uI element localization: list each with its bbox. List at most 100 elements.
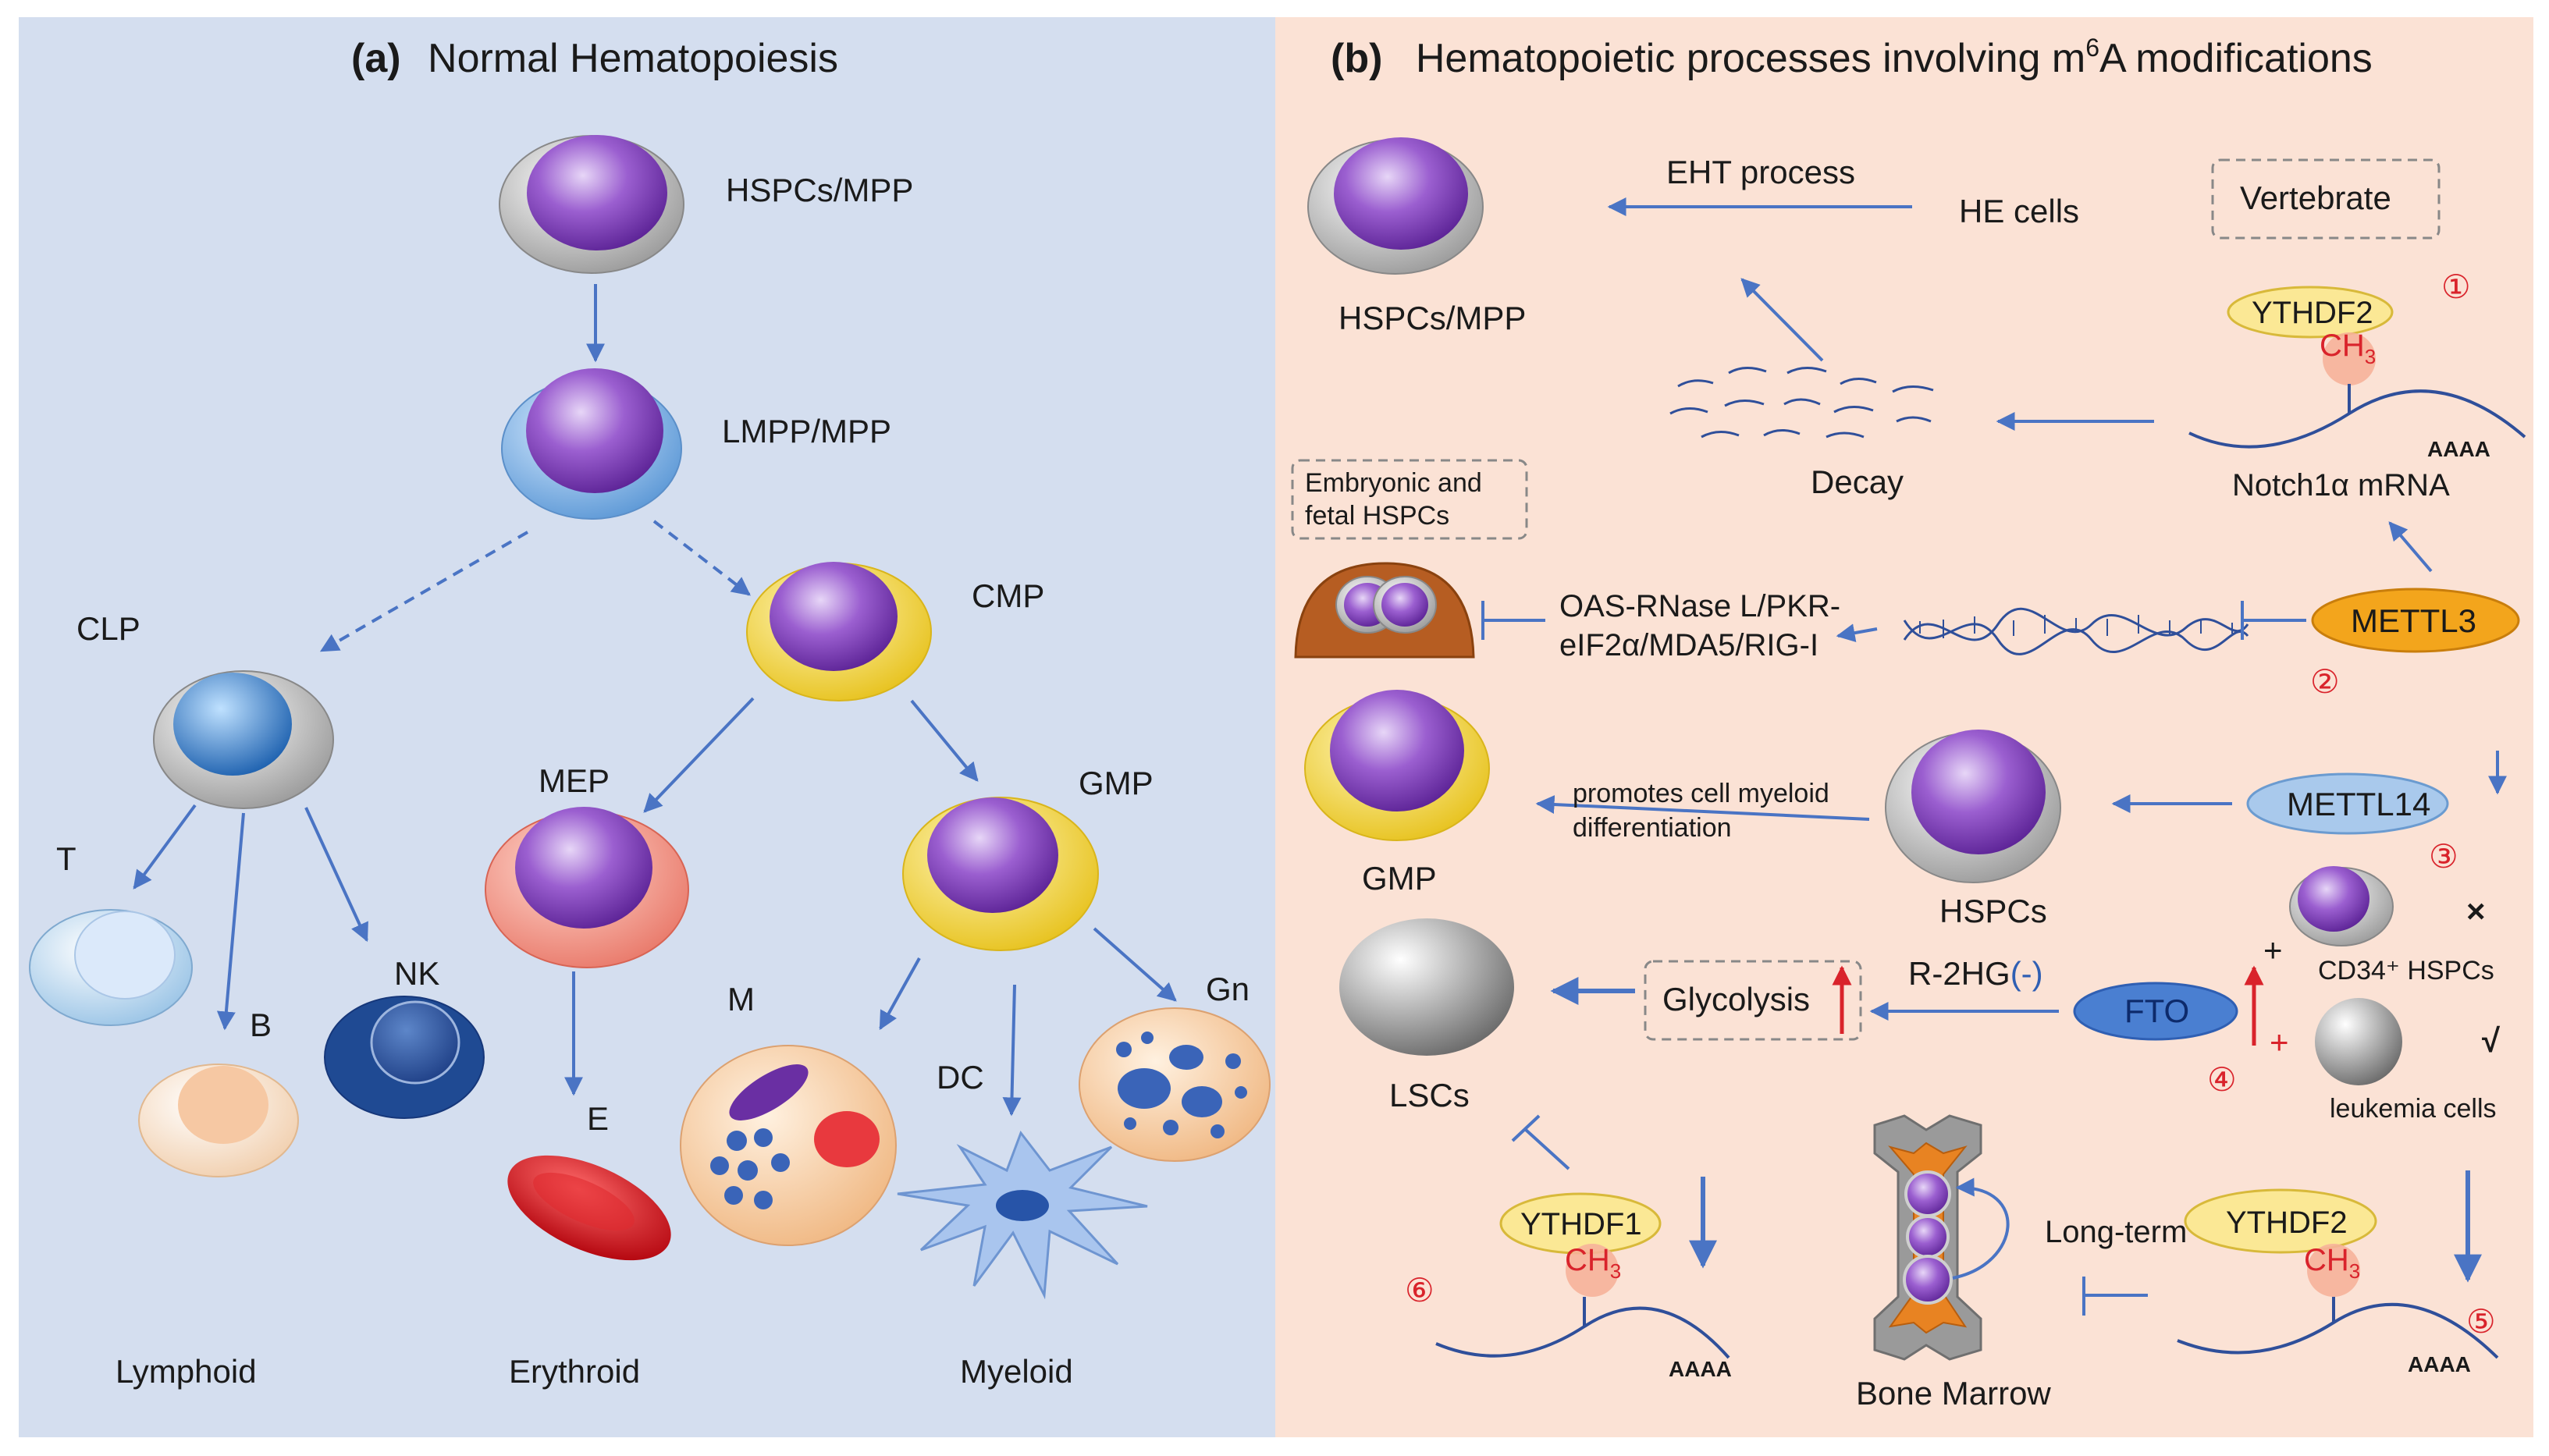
- plus-top: +: [2263, 932, 2283, 968]
- granulocyte: [1079, 1007, 1271, 1162]
- panel-a-title: (a) Normal Hematopoiesis: [351, 36, 838, 81]
- arrow-gmp-m: [879, 957, 921, 1031]
- arrow-gmp-dc: [1002, 984, 1022, 1117]
- ythdf2-top-pill: [2227, 286, 2394, 339]
- fto-label: FTO: [2124, 993, 2189, 1029]
- bone-marrow: [1873, 1114, 1982, 1361]
- plus-bottom: +: [2270, 1024, 2289, 1060]
- glycolysis-box: [1644, 960, 1862, 1041]
- embryonic-box: [1291, 459, 1528, 540]
- clp-cell: [153, 670, 334, 809]
- lsc-cell: [1339, 918, 1514, 1056]
- number-6: ⑥: [1405, 1272, 1434, 1309]
- lineage-erythroid: Erythroid: [509, 1353, 640, 1390]
- ch3-top-label: CH3: [2320, 328, 2376, 368]
- promotes-line2: differentiation: [1573, 813, 1732, 843]
- arrow-clp-nk: [304, 807, 368, 943]
- lmpp-cell: [501, 368, 682, 520]
- ch3-ythdf1-label: CH3: [1565, 1243, 1621, 1283]
- nk-cell: [324, 996, 485, 1119]
- arrow-cmp-gmp: [910, 699, 979, 782]
- e-label: E: [587, 1100, 609, 1137]
- embryonic-niche: [1294, 562, 1475, 659]
- leukemia-label: leukemia cells: [2330, 1094, 2497, 1124]
- monocyte: [680, 1045, 897, 1246]
- decay-fragments: [1669, 367, 1934, 439]
- ythdf2-bottom-label: YTHDF2: [2226, 1206, 2348, 1240]
- number-5: ⑤: [2466, 1303, 2496, 1340]
- hspcs-label-b: HSPCs: [1939, 893, 2047, 929]
- hspc-label: HSPCs/MPP: [726, 172, 913, 208]
- cmp-cell: [746, 562, 932, 701]
- inhibit-lsc-stem: [1524, 1128, 1570, 1170]
- notch-label: Notch1α mRNA: [2232, 468, 2450, 502]
- inhibit-lsc-bar: [1511, 1114, 1541, 1142]
- cd34-label: CD34⁺ HSPCs: [2318, 956, 2494, 985]
- t-label: T: [56, 840, 76, 877]
- embryonic-line2: fetal HSPCs: [1305, 501, 1449, 531]
- gmp-cell-b: [1304, 690, 1490, 841]
- mettl14-label: METTL14: [2287, 786, 2430, 822]
- embryonic-line1: Embryonic and: [1305, 468, 1482, 498]
- erythrocyte: [507, 1155, 671, 1261]
- lineage-myeloid: Myeloid: [960, 1353, 1073, 1390]
- long-term-label: Long-term: [2045, 1215, 2187, 1249]
- clp-label: CLP: [76, 610, 140, 647]
- gmp-cell: [902, 797, 1099, 951]
- vertebrate-label: Vertebrate: [2240, 179, 2391, 216]
- arrow-lmpp-clp: [319, 531, 528, 652]
- leukemia-cell: [2315, 998, 2402, 1085]
- arrow-mettl3-notch: [2388, 521, 2433, 573]
- r2hg-label: R-2HG(-): [1908, 955, 2043, 992]
- lineage-lymphoid: Lymphoid: [116, 1353, 257, 1390]
- arrow-lmpp-cmp: [652, 520, 751, 596]
- hspc-mpp-label-b: HSPCs/MPP: [1338, 300, 1526, 336]
- arrow-clp-t: [133, 804, 197, 890]
- number-4: ④: [2207, 1061, 2237, 1098]
- cmp-label: CMP: [972, 577, 1044, 614]
- number-1: ①: [2441, 268, 2471, 305]
- number-2: ②: [2310, 663, 2340, 700]
- eht-label: EHT process: [1666, 154, 1855, 190]
- dsrna-helix: [1903, 607, 2249, 655]
- gn-label: Gn: [1206, 971, 1250, 1007]
- bone-marrow-label: Bone Marrow: [1856, 1375, 2051, 1412]
- t-cell: [29, 909, 193, 1026]
- fto-pill: [2073, 982, 2238, 1041]
- cd34-cross: ×: [2466, 893, 2486, 929]
- mettl3-label: METTL3: [2351, 602, 2476, 639]
- ch3-bottom-circle: [2307, 1244, 2360, 1297]
- number-3: ③: [2429, 838, 2458, 875]
- ch3-top-circle: [2323, 332, 2376, 385]
- he-cells-label: HE cells: [1959, 193, 2079, 229]
- aaaa-bottom: AAAA: [2408, 1352, 2471, 1376]
- lscs-label: LSCs: [1389, 1077, 1470, 1113]
- panel-b-title: (b) Hematopoietic processes involving m6…: [1331, 34, 2373, 81]
- lmpp-label: LMPP/MPP: [722, 413, 891, 449]
- dc-label: DC: [937, 1059, 984, 1096]
- oas-line2: eIF2α/MDA5/RIG-I: [1559, 628, 1818, 662]
- glycolysis-label: Glycolysis: [1662, 981, 1810, 1017]
- ythdf1-label: YTHDF1: [1520, 1207, 1642, 1241]
- cd34-hspc-cell: [2289, 866, 2394, 946]
- m-label: M: [727, 981, 755, 1017]
- aaaa-ythdf1: AAAA: [1669, 1357, 1732, 1381]
- arrow-dsrna-oas: [1836, 623, 1878, 642]
- mrna-ythdf1: [1435, 1306, 1730, 1359]
- arrow-hspcs-gmp: [1535, 795, 1870, 821]
- mettl3-pill: [2311, 588, 2520, 653]
- leukemia-check: √: [2482, 1022, 2501, 1059]
- arrow-clp-b: [216, 812, 245, 1031]
- b-cell: [138, 1064, 299, 1177]
- vertebrate-box: [2211, 158, 2441, 240]
- decay-label: Decay: [1811, 463, 1904, 500]
- aaaa-top: AAAA: [2427, 437, 2490, 461]
- arrow-gmp-gn: [1093, 927, 1177, 1002]
- promotes-line1: promotes cell myeloid: [1573, 779, 1829, 808]
- gmp-label-b: GMP: [1362, 860, 1437, 897]
- mep-cell: [485, 807, 689, 968]
- nk-label: NK: [394, 955, 439, 992]
- arrow-decay-up: [1740, 278, 1824, 362]
- mettl14-pill: [2246, 772, 2449, 835]
- self-renewal-arrow: [1952, 1177, 2010, 1280]
